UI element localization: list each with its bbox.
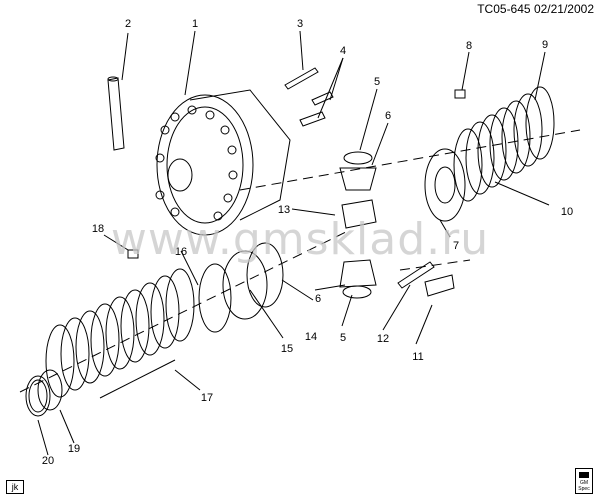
callout-14: 14 (305, 331, 317, 343)
callout-8: 8 (466, 40, 472, 52)
diagram-date: 02/21/2002 (533, 2, 594, 16)
callout-16: 16 (175, 246, 187, 258)
author-initials: jk (6, 480, 24, 494)
callout-7: 7 (453, 240, 459, 252)
callout-9: 9 (542, 39, 548, 51)
callout-11: 11 (412, 351, 423, 363)
logo-mark (579, 472, 589, 478)
callout-1: 1 (192, 18, 198, 30)
logo-line-1: GM (579, 480, 589, 486)
callout-20: 20 (42, 455, 54, 467)
header: TC05-645 02/21/2002 (477, 2, 594, 16)
callout-6: 6 (385, 110, 391, 122)
callout-3: 3 (297, 18, 303, 30)
callout-5: 5 (340, 332, 346, 344)
callout-19: 19 (68, 443, 80, 455)
callout-13: 13 (278, 204, 290, 216)
callout-5: 5 (374, 76, 380, 88)
callout-12: 12 (377, 333, 389, 345)
callout-18: 18 (92, 223, 104, 235)
diagram-code: TC05-645 (477, 2, 531, 16)
callout-17: 17 (201, 392, 213, 404)
callout-2: 2 (125, 18, 131, 30)
callout-10: 10 (561, 206, 573, 218)
gm-spec-logo: GM Spec (575, 468, 593, 494)
callout-6: 6 (315, 293, 321, 305)
logo-line-2: Spec (578, 486, 590, 492)
callout-4: 4 (340, 45, 346, 57)
callout-15: 15 (281, 343, 293, 355)
